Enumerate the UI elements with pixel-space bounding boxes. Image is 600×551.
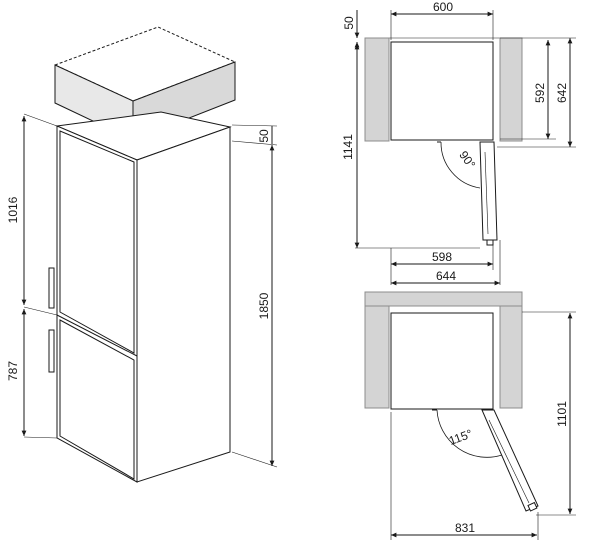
label-freezer-height: 787	[6, 361, 20, 381]
label-top-clearance: 50	[257, 129, 271, 143]
label-opening-angle-115: 115°	[447, 427, 474, 448]
wall-left-2	[364, 305, 390, 409]
label-fridge-height: 1016	[6, 196, 20, 223]
door-90	[479, 141, 498, 241]
perspective-view	[21, 26, 278, 483]
freezer-handle	[48, 329, 55, 373]
label-depth-with-door: 642	[555, 83, 569, 103]
label-total-height: 1850	[257, 292, 271, 319]
appliance-outline-2	[390, 312, 494, 410]
appliance-body	[55, 111, 232, 483]
label-depth-open: 1141	[341, 134, 355, 160]
label-depth-open-115: 1101	[555, 401, 569, 427]
label-rear-gap: 50	[342, 16, 356, 30]
label-width-open: 644	[436, 269, 456, 283]
wall-right-2	[499, 305, 523, 409]
wall-right	[499, 37, 523, 142]
label-niche-width: 600	[433, 0, 453, 14]
fridge-handle	[48, 267, 55, 309]
label-body-depth: 592	[533, 83, 547, 103]
label-opening-angle-90: 90°	[456, 148, 478, 171]
wall-top	[364, 291, 523, 307]
wall-left	[364, 37, 390, 142]
label-body-width: 598	[432, 250, 452, 264]
appliance-outline	[390, 41, 494, 141]
plan-view-90	[354, 10, 576, 286]
label-width-open-115: 831	[455, 521, 475, 535]
door-115	[481, 409, 539, 512]
plan-view-115	[364, 291, 576, 540]
